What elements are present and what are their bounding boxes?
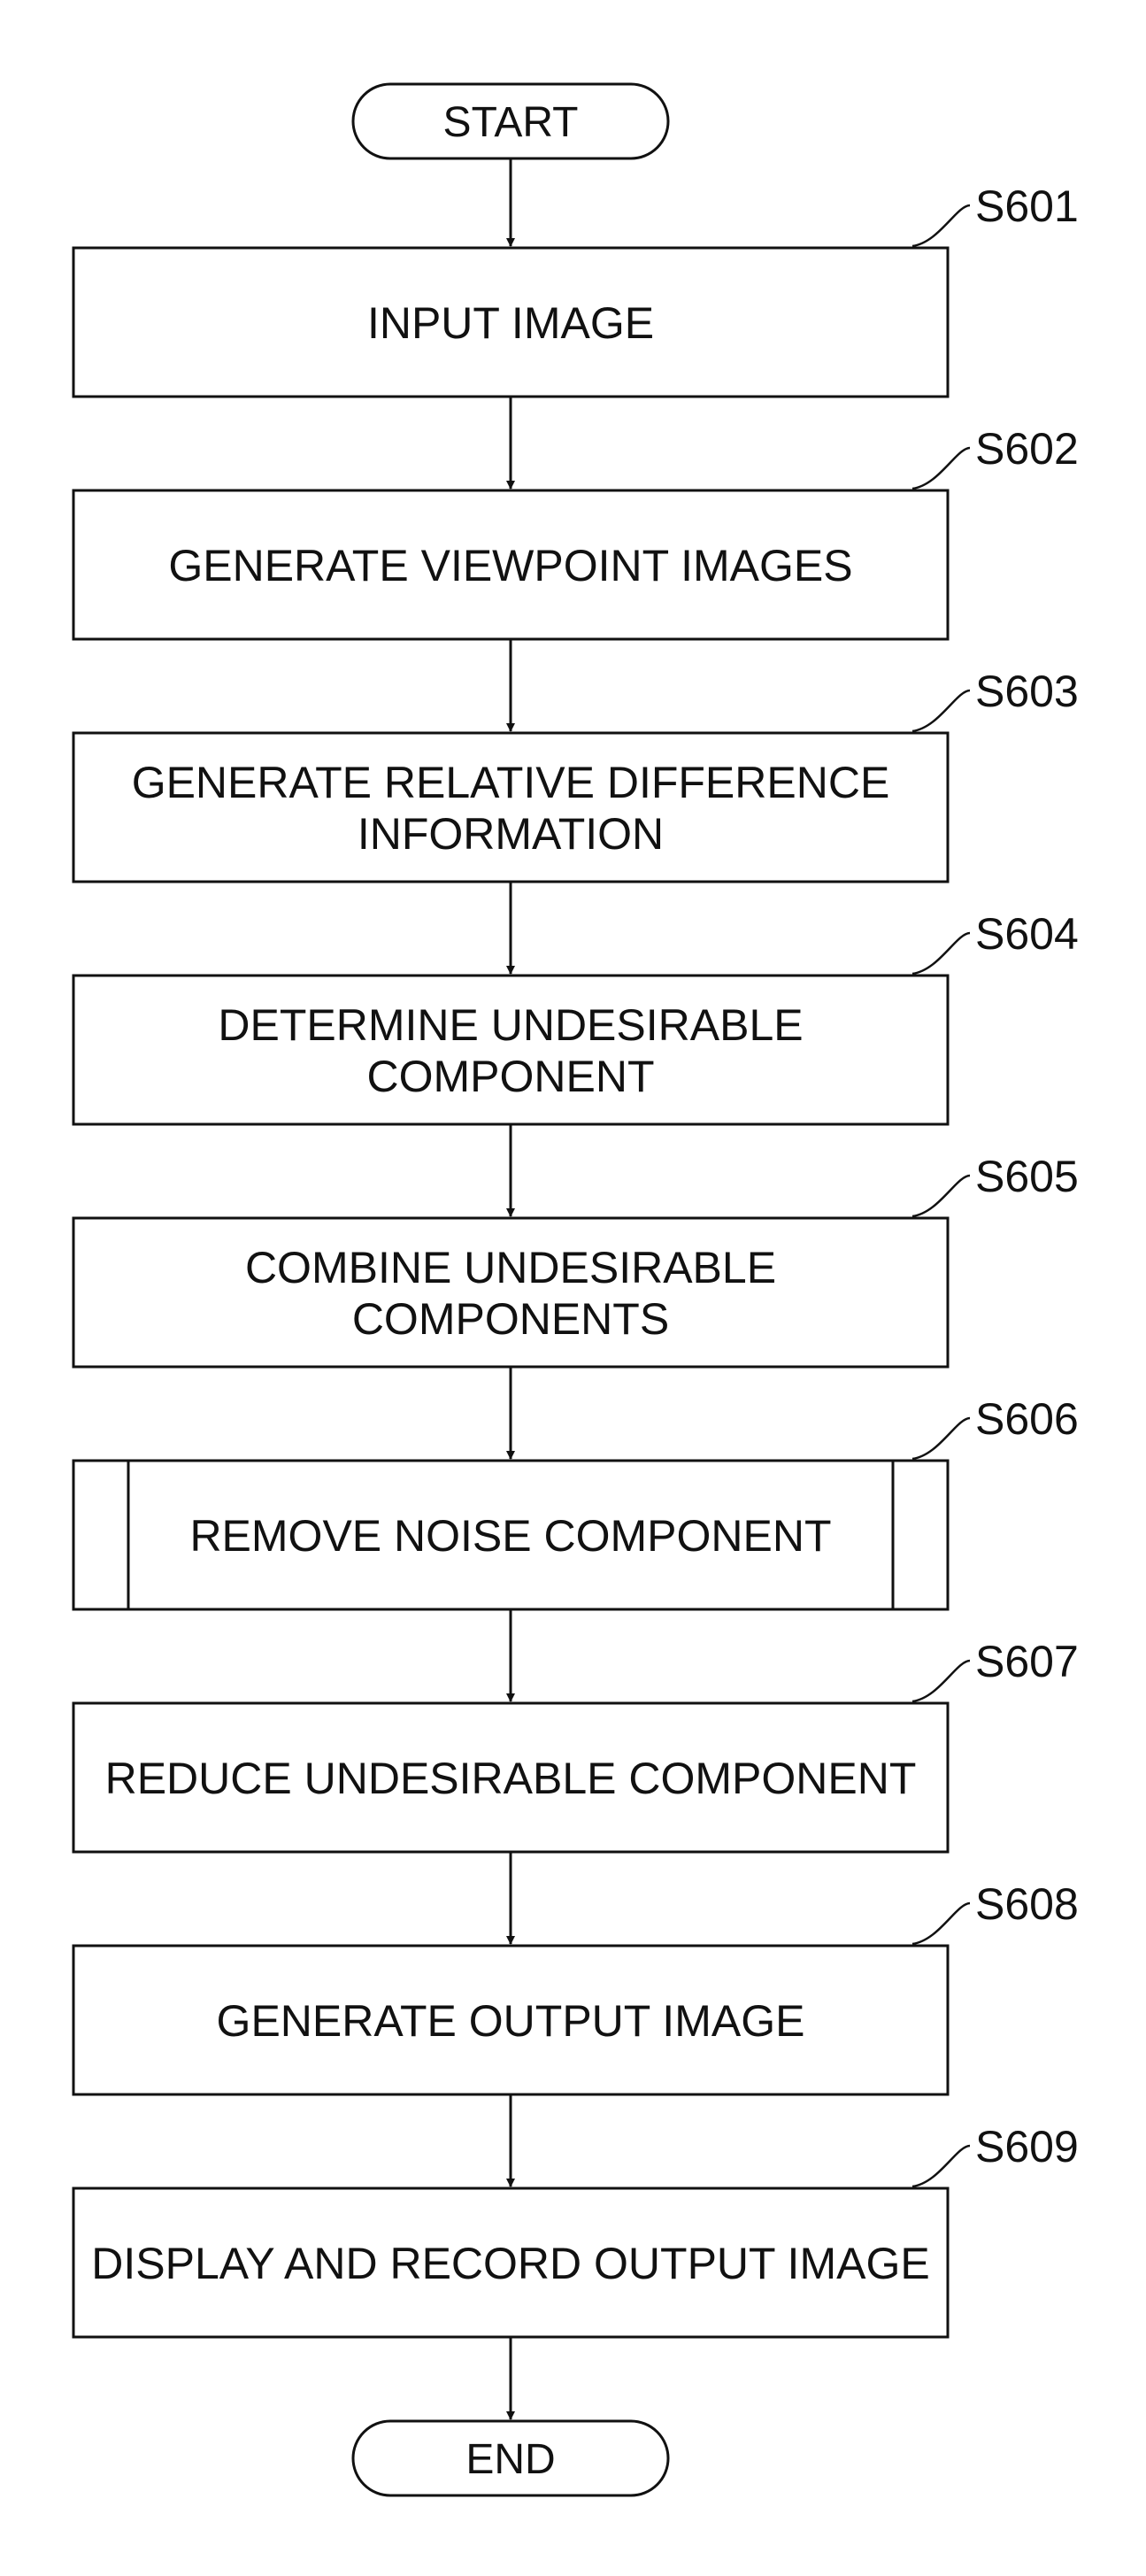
step-text-line: COMBINE UNDESIRABLE	[245, 1243, 776, 1292]
step-leader-line	[912, 690, 970, 731]
step-s608: GENERATE OUTPUT IMAGE S608	[73, 1879, 1079, 2094]
step-text-line: REDUCE UNDESIRABLE COMPONENT	[105, 1754, 917, 1803]
step-text-line: GENERATE OUTPUT IMAGE	[217, 1996, 805, 2046]
start-terminal-label: START	[443, 99, 579, 146]
end-terminal-label: END	[465, 2436, 555, 2483]
step-leader-line	[912, 933, 970, 974]
step-id-label: S607	[975, 1637, 1079, 1686]
step-s607: REDUCE UNDESIRABLE COMPONENT S607	[73, 1637, 1079, 1852]
step-leader-line	[912, 448, 970, 489]
step-leader-line	[912, 1176, 970, 1216]
step-text-line: COMPONENT	[367, 1052, 655, 1101]
step-id-label: S605	[975, 1152, 1079, 1201]
step-text-line: REMOVE NOISE COMPONENT	[189, 1511, 831, 1561]
step-id-label: S603	[975, 667, 1079, 716]
step-s603: GENERATE RELATIVE DIFFERENCEINFORMATION S…	[73, 667, 1079, 882]
step-leader-line	[912, 2146, 970, 2187]
step-id-label: S604	[975, 909, 1079, 959]
step-text-line: INFORMATION	[358, 809, 664, 859]
step-id-label: S608	[975, 1879, 1079, 1929]
step-text-line: COMPONENTS	[352, 1294, 669, 1344]
step-s606: REMOVE NOISE COMPONENT S606	[73, 1394, 1079, 1609]
step-leader-line	[912, 1903, 970, 1944]
step-text-line: GENERATE VIEWPOINT IMAGES	[168, 541, 852, 590]
step-id-label: S606	[975, 1394, 1079, 1444]
step-id-label: S609	[975, 2122, 1079, 2171]
step-leader-line	[912, 1418, 970, 1459]
step-text-line: DISPLAY AND RECORD OUTPUT IMAGE	[91, 2239, 929, 2288]
step-text-line: DETERMINE UNDESIRABLE	[218, 1000, 803, 1050]
step-s604: DETERMINE UNDESIRABLECOMPONENT S604	[73, 909, 1079, 1124]
step-s609: DISPLAY AND RECORD OUTPUT IMAGE S609	[73, 2122, 1079, 2337]
process-box	[73, 733, 948, 882]
process-box	[73, 1218, 948, 1367]
step-s602: GENERATE VIEWPOINT IMAGES S602	[73, 424, 1079, 639]
step-id-label: S602	[975, 424, 1079, 474]
step-leader-line	[912, 1661, 970, 1701]
step-leader-line	[912, 205, 970, 246]
process-box	[73, 976, 948, 1124]
step-text-line: GENERATE RELATIVE DIFFERENCE	[132, 758, 890, 807]
step-s601: INPUT IMAGE S601	[73, 181, 1079, 397]
step-text-line: INPUT IMAGE	[367, 298, 654, 348]
step-id-label: S601	[975, 181, 1079, 231]
step-s605: COMBINE UNDESIRABLECOMPONENTS S605	[73, 1152, 1079, 1367]
